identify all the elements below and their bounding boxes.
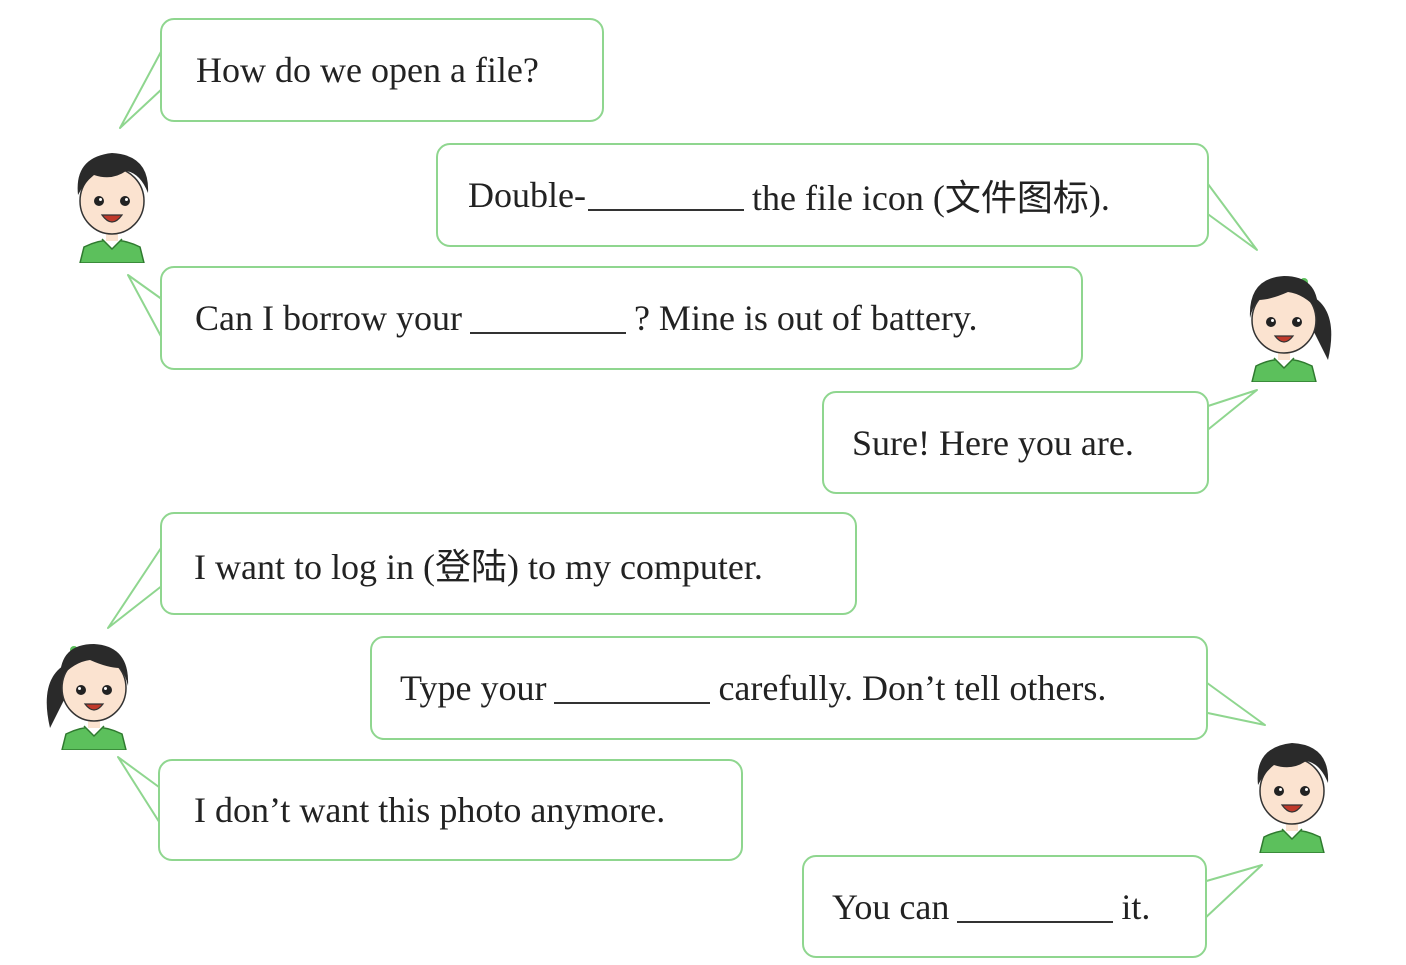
boy-icon	[1257, 743, 1329, 853]
tail-5	[107, 544, 164, 629]
speech-bubble-8: You can it.	[802, 855, 1207, 958]
boy-icon	[77, 153, 149, 263]
bubble-4-text: Sure! Here you are.	[852, 422, 1134, 463]
tail-3	[127, 274, 164, 341]
tail-6	[1202, 679, 1266, 726]
answer-blank[interactable]	[957, 891, 1114, 923]
bubble-1-text: How do we open a file?	[196, 50, 539, 90]
tail-4	[1204, 389, 1258, 433]
bubble-6-text-after: carefully. Don’t tell others.	[718, 668, 1107, 708]
girl-icon	[46, 644, 129, 750]
tail-7	[117, 756, 164, 829]
tail-2	[1204, 179, 1258, 251]
girl-icon	[1249, 276, 1332, 382]
bubble-7-text: I don’t want this photo anymore.	[194, 790, 666, 830]
tail-1	[119, 47, 164, 129]
speech-bubble-4: Sure! Here you are.	[822, 391, 1209, 494]
bubble-6-text-before: Type your	[400, 668, 547, 708]
speech-bubble-1: How do we open a file?	[160, 18, 604, 122]
bubble-3-text-before: Can I borrow your	[195, 298, 462, 338]
speech-bubble-3: Can I borrow your ? Mine is out of batter…	[160, 266, 1083, 370]
speech-bubble-2: Double-the file icon (文件图标).	[436, 143, 1209, 247]
bubble-2-text-after: the file icon (文件图标).	[751, 178, 1110, 218]
bubble-2-text-before: Double-	[468, 175, 586, 215]
bubble-8-text-before: You can	[832, 886, 950, 927]
speech-bubble-7: I don’t want this photo anymore.	[158, 759, 743, 861]
tail-8	[1202, 864, 1263, 921]
speech-bubble-5: I want to log in (登陆) to my computer.	[160, 512, 857, 615]
bubble-5-text: I want to log in (登陆) to my computer.	[194, 546, 763, 587]
answer-blank[interactable]	[587, 179, 744, 211]
bubble-3-text-after: ? Mine is out of battery.	[633, 298, 978, 338]
bubble-8-text-after: it.	[1121, 886, 1151, 927]
answer-blank[interactable]	[469, 302, 626, 334]
answer-blank[interactable]	[554, 672, 711, 704]
speech-bubble-6: Type your carefully. Don’t tell others.	[370, 636, 1208, 740]
